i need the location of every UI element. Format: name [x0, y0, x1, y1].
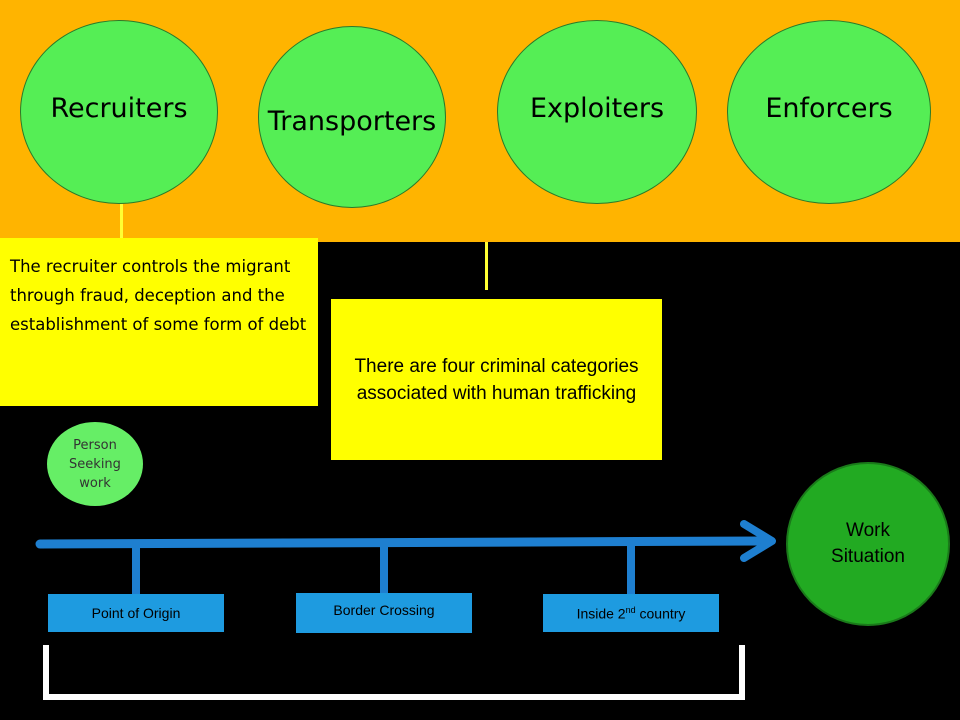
category-enforcers: Enforcers — [727, 20, 931, 204]
timeline-arrow-shaft — [35, 536, 773, 549]
stage-border-crossing: Border Crossing — [296, 593, 472, 633]
category-label: Recruiters — [50, 92, 188, 124]
category-label: Exploiters — [529, 92, 665, 124]
timeline-arrow-head — [740, 520, 776, 562]
bracket — [43, 645, 745, 700]
summary-note-text: There are four criminal categories assoc… — [354, 355, 639, 404]
work-situation-node: Work Situation — [786, 462, 950, 626]
category-exploiters: Exploiters — [497, 20, 697, 204]
recruiter-note-text: The recruiter controls the migrant throu… — [10, 257, 307, 334]
stage-point-of-origin: Point of Origin — [48, 594, 224, 632]
summary-connector — [485, 242, 488, 290]
work-label: Work Situation — [831, 520, 905, 567]
stage-label: Border Crossing — [333, 602, 435, 618]
stage-label: Inside 2nd country — [576, 604, 686, 622]
recruiter-note: The recruiter controls the migrant throu… — [0, 238, 318, 406]
stage-label: Point of Origin — [91, 605, 181, 621]
summary-note: There are four criminal categories assoc… — [331, 299, 662, 460]
category-label: Enforcers — [765, 92, 893, 124]
recruiter-connector — [120, 204, 123, 240]
category-label: Transporters — [267, 105, 437, 137]
category-transporters: Transporters — [258, 26, 446, 208]
person-seeking-work-node: Person Seeking work — [47, 422, 143, 506]
category-recruiters: Recruiters — [20, 20, 218, 204]
person-label: Person Seeking work — [69, 437, 121, 491]
stage-inside-second-country: Inside 2nd country — [543, 594, 719, 632]
